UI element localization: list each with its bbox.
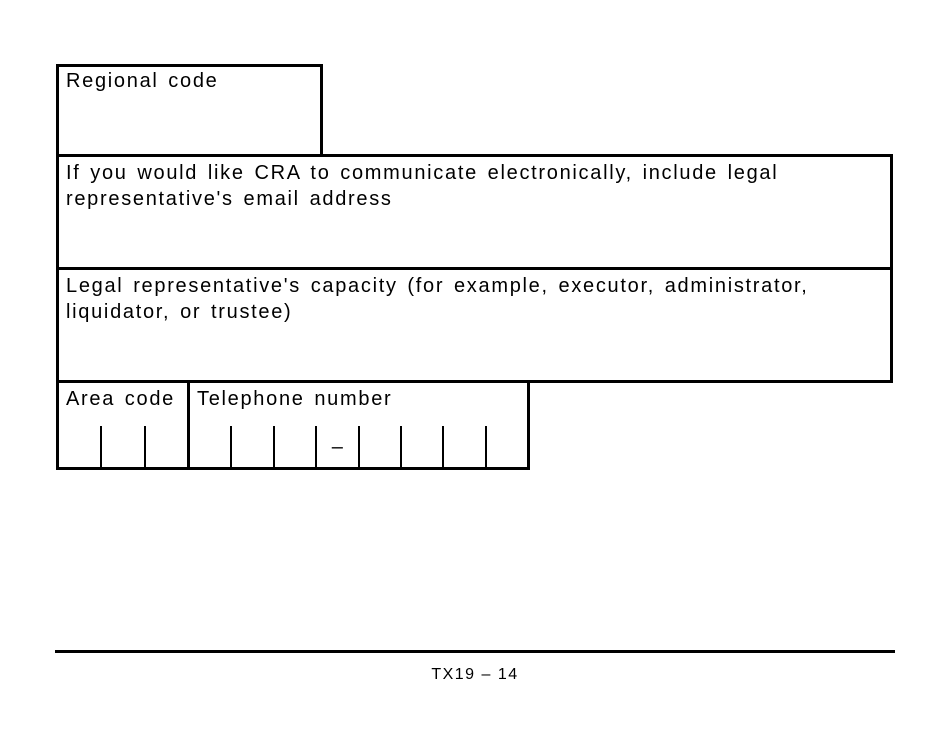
digit-cell[interactable] bbox=[442, 426, 484, 467]
telephone-digit-cells: – bbox=[190, 426, 527, 467]
legal-representative-email-field[interactable]: If you would like CRA to communicate ele… bbox=[56, 154, 893, 270]
area-code-label: Area code bbox=[66, 388, 175, 410]
phone-field: Area code Telephone number – bbox=[56, 380, 530, 470]
digit-cell[interactable] bbox=[143, 426, 187, 467]
legal-representative-capacity-field[interactable]: Legal representative's capacity (for exa… bbox=[56, 267, 893, 383]
telephone-number-section[interactable]: Telephone number – bbox=[190, 383, 527, 467]
digit-cell[interactable] bbox=[230, 426, 272, 467]
area-code-section[interactable]: Area code bbox=[59, 383, 190, 467]
dash-separator-cell: – bbox=[315, 426, 357, 467]
regional-code-field[interactable]: Regional code bbox=[56, 64, 323, 157]
digit-cell[interactable] bbox=[484, 426, 527, 467]
digit-cell[interactable] bbox=[357, 426, 400, 467]
legal-representative-capacity-label: Legal representative's capacity (for exa… bbox=[66, 275, 809, 323]
page-number: TX19 – 14 bbox=[431, 666, 519, 683]
area-code-digit-cells bbox=[59, 426, 187, 467]
regional-code-label: Regional code bbox=[66, 70, 219, 92]
telephone-number-label: Telephone number bbox=[197, 388, 393, 410]
digit-cell[interactable] bbox=[190, 426, 230, 467]
footer-rule bbox=[55, 650, 895, 653]
digit-cell[interactable] bbox=[272, 426, 315, 467]
legal-representative-email-label: If you would like CRA to communicate ele… bbox=[66, 162, 779, 210]
digit-cell[interactable] bbox=[399, 426, 442, 467]
digit-cell[interactable] bbox=[59, 426, 100, 467]
digit-cell[interactable] bbox=[100, 426, 143, 467]
